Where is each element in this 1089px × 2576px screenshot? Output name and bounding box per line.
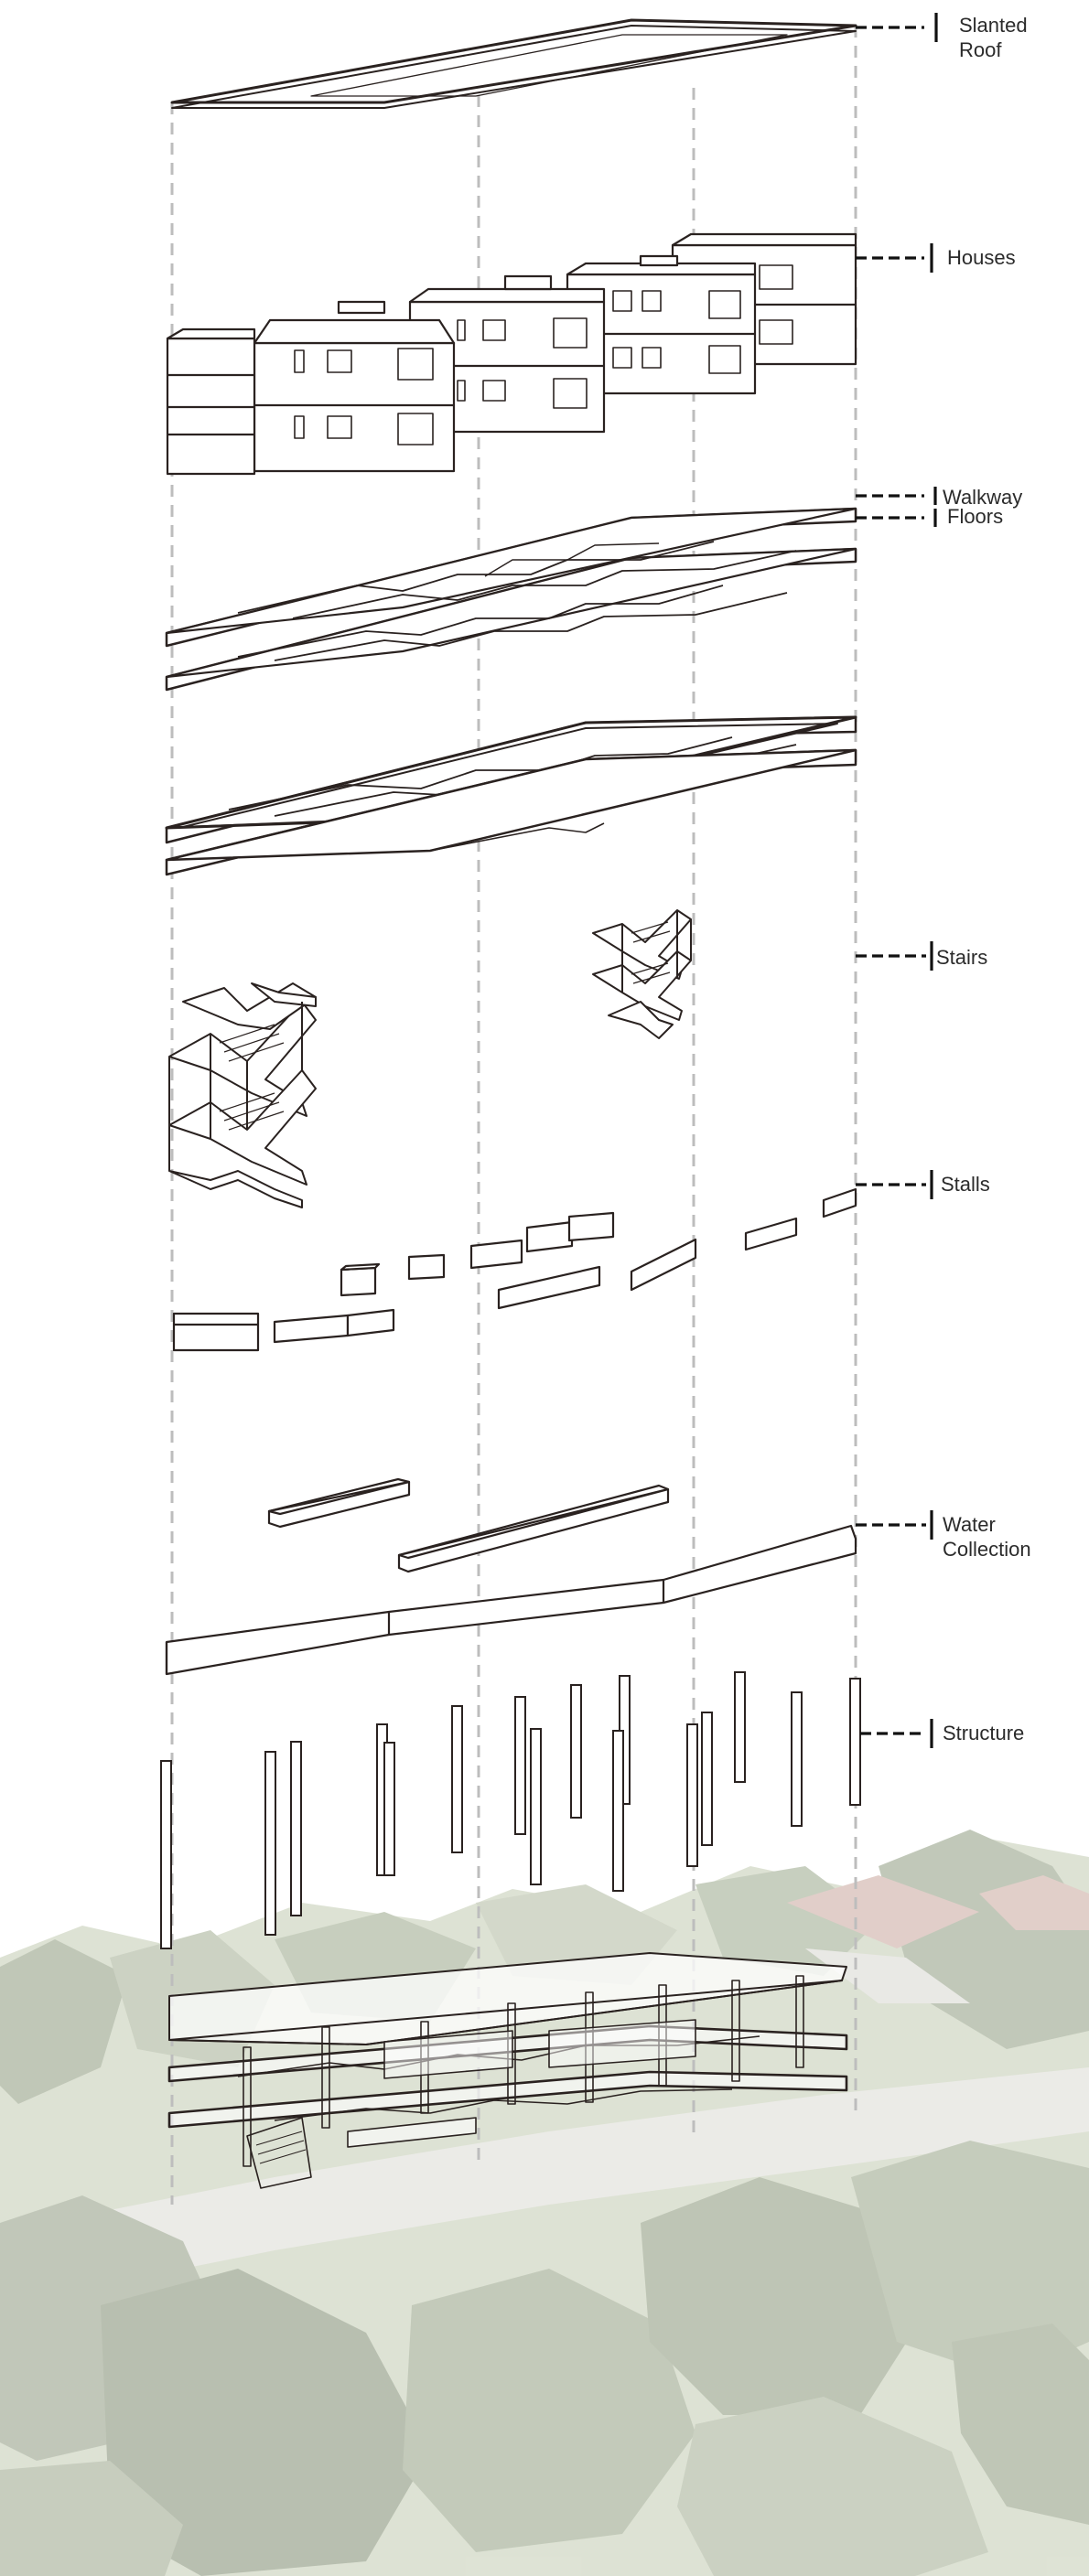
stair-tower-right [592, 909, 692, 1039]
water-collection-layer [165, 1477, 857, 1676]
label-water-collection: Water Collection [943, 1513, 1031, 1561]
label-floors: Floors [947, 505, 1004, 528]
label-walkway: Walkway [943, 486, 1023, 509]
leader-structure [860, 1719, 933, 1748]
slanted-roof-layer [170, 18, 857, 109]
label-houses: Houses [947, 246, 1016, 269]
walkway-floors-layer [165, 507, 857, 692]
callout-leaders [856, 13, 938, 1748]
leader-houses [856, 243, 933, 273]
stalls-layer [172, 1187, 857, 1352]
leader-stalls [856, 1170, 933, 1199]
structure-layer [160, 1671, 861, 1949]
leader-water-collection [856, 1510, 933, 1540]
assembled-building [167, 1952, 848, 2189]
leader-floors [856, 509, 937, 527]
label-slanted-roof: Slanted Roof [959, 14, 1028, 61]
leader-stairs [856, 941, 933, 971]
leader-walkway [856, 487, 937, 505]
leader-slanted-roof [856, 13, 938, 42]
label-stairs: Stairs [936, 946, 988, 969]
stair-tower-left [168, 982, 317, 1208]
floor-slab-layer [165, 715, 857, 876]
label-stalls: Stalls [941, 1173, 990, 1196]
houses-layer [166, 232, 857, 476]
stairs-layer [168, 909, 692, 1208]
site-terrain [0, 1830, 1089, 2576]
label-structure: Structure [943, 1722, 1025, 1744]
